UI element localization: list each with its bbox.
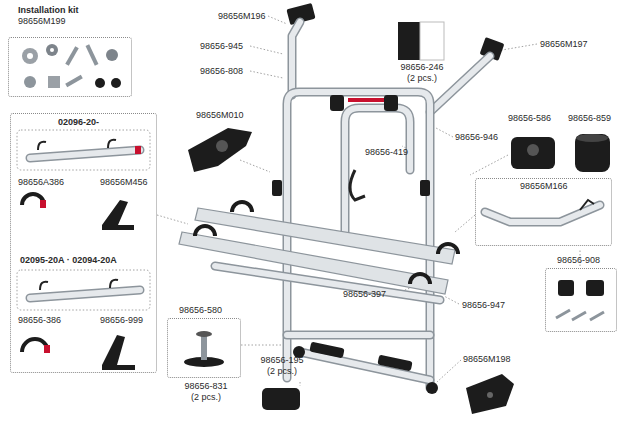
part-number: 98656-586 <box>508 113 551 124</box>
part-number: 98656-945 <box>200 41 243 52</box>
part-number: 98656M198 <box>463 354 511 365</box>
part-number: 98656M196 <box>218 11 266 22</box>
part-group-box: 98656-58098656-831 (2 pcs.) <box>167 318 241 378</box>
spare-parts <box>188 22 610 414</box>
part-number: 98656-999 <box>100 315 143 326</box>
part-number: 98656M166 <box>520 181 568 192</box>
part-number: 98656-831 (2 pcs.) <box>181 381 231 403</box>
bent-tube <box>485 200 600 222</box>
part-group-box: 02096-20- 98656A386 98656M456 02095-20A · 0… <box>10 113 157 373</box>
part-number: 98656-419 <box>365 147 408 158</box>
clamp-parts <box>556 280 604 320</box>
rail-parts <box>17 130 150 370</box>
foot-part <box>184 331 224 367</box>
part-number: 98656-947 <box>462 300 505 311</box>
part-number: 98656A386 <box>18 177 64 188</box>
part-number: Installation kit <box>18 5 79 16</box>
part-number: 98656-808 <box>200 66 243 77</box>
part-number: 98656-580 <box>179 305 222 316</box>
part-number: 02095-20A · 02094-20A <box>20 255 117 266</box>
part-number: 98656M197 <box>540 39 588 50</box>
part-number: 98656-908 <box>557 255 600 266</box>
part-number: 98656-859 <box>568 113 611 124</box>
leader-lines <box>157 16 580 386</box>
part-number: 98656-946 <box>455 132 498 143</box>
part-number: 98656-397 <box>343 289 386 300</box>
part-group-box: 98656M166 <box>475 178 612 246</box>
hardware-icons <box>22 44 121 88</box>
main-carrier <box>179 3 504 394</box>
part-number: 98656M456 <box>100 177 148 188</box>
part-number: 98656-386 <box>18 315 61 326</box>
part-number: 98656-195 (2 pcs.) <box>256 355 308 377</box>
part-number: 98656M199 <box>18 16 66 27</box>
part-number: 02096-20- <box>58 117 99 128</box>
part-group-box: Installation kit98656M199 <box>8 37 132 97</box>
part-group-box: 98656-908 <box>545 268 617 332</box>
part-number: 98656M010 <box>196 110 244 121</box>
part-number: 98656-246 (2 pcs.) <box>397 62 447 84</box>
